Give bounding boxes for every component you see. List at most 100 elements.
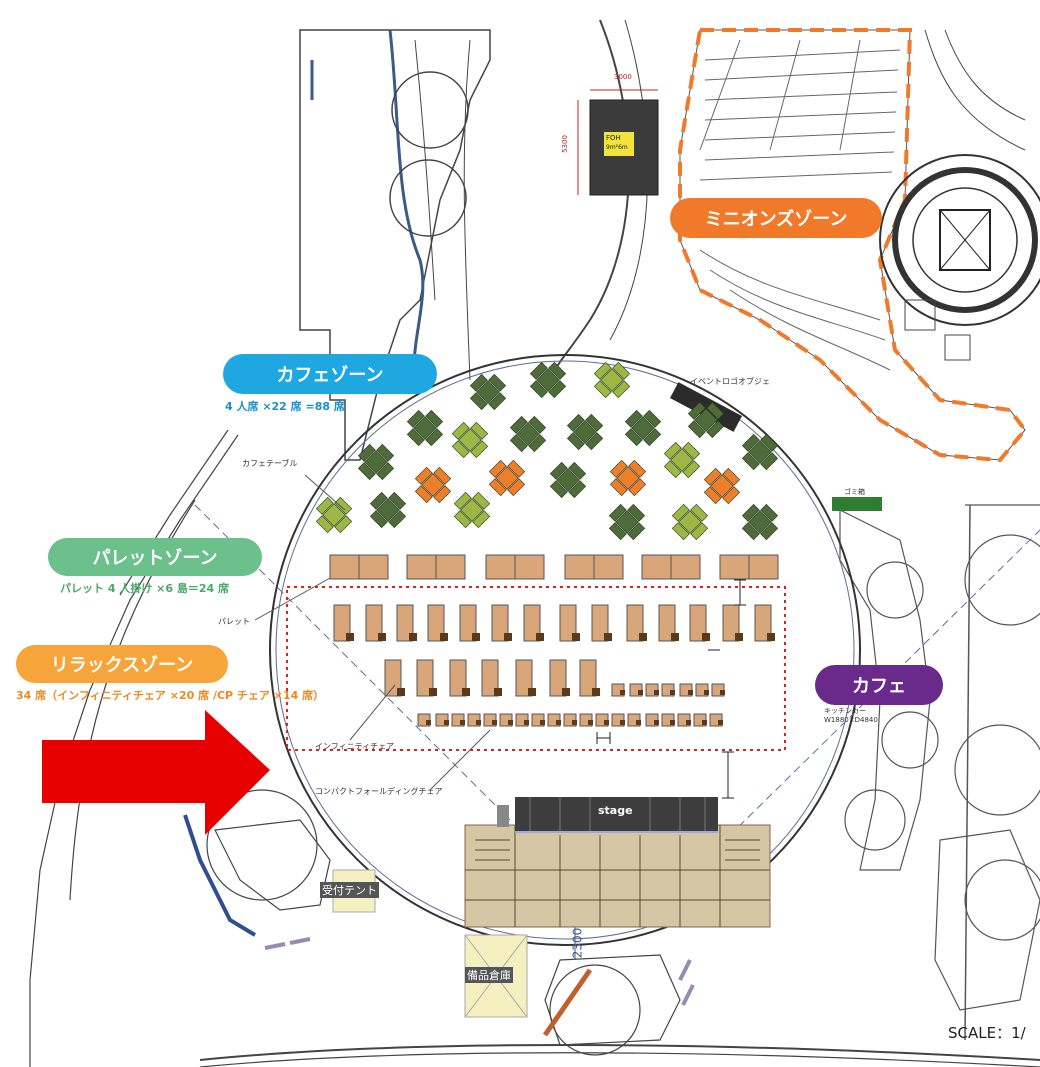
scale-label: SCALE：1/ <box>948 1024 1026 1042</box>
cafe-table <box>703 467 741 505</box>
infinity-chair <box>559 604 580 642</box>
cafe-zone-label: カフェゾーン <box>223 354 437 394</box>
cafe-table <box>414 466 452 504</box>
infinity-chair-label: インフィニティチェア <box>315 742 395 751</box>
pallet <box>406 554 466 580</box>
cp-chair <box>467 713 481 727</box>
cp-chair <box>661 683 675 697</box>
infinity-chair <box>579 659 600 697</box>
cafe-table <box>549 461 587 499</box>
cp-chair <box>435 713 449 727</box>
cp-chair <box>483 713 497 727</box>
storage-label: 備品倉庫 <box>465 967 513 983</box>
cafe-table-label: カフェテーブル <box>242 459 298 468</box>
right-side-buildings <box>839 504 1040 1041</box>
infinity-chair <box>658 604 679 642</box>
cafe-zone-detail: 4 人席 ×22 席 =88 席 <box>225 400 345 413</box>
cafe-table <box>671 503 709 541</box>
cafe-table <box>529 361 567 399</box>
cafe-table <box>687 401 725 439</box>
reception-tent-label: 受付テント <box>320 882 379 898</box>
minions-zone-area <box>678 28 1040 463</box>
cp-chair <box>579 713 593 727</box>
infinity-chair <box>333 604 354 642</box>
cafe-tables <box>315 361 779 541</box>
relax-zone-detail: 34 席（インフィニティチェア ×20 席 /CP チェア ×14 席） <box>16 689 325 702</box>
infinity-chair <box>754 604 775 642</box>
cp-chair <box>709 713 723 727</box>
dimension-2300: 2300 <box>570 927 585 959</box>
cafe-table <box>369 491 407 529</box>
event-logo-label: イベントロゴオブジェ <box>690 377 770 386</box>
pallet <box>485 554 545 580</box>
cafe-table <box>357 443 395 481</box>
cafe-table <box>741 433 779 471</box>
cp-chair <box>677 713 691 727</box>
bottom-entrance <box>199 937 1040 1067</box>
cafe-table <box>453 491 491 529</box>
infinity-chair <box>491 604 512 642</box>
pallet-row <box>329 554 779 580</box>
infinity-chair <box>459 604 480 642</box>
cp-chair <box>499 713 513 727</box>
infinity-chair <box>523 604 544 642</box>
cp-chair <box>563 713 577 727</box>
cp-chair <box>661 713 675 727</box>
infinity-chair <box>549 659 570 697</box>
cafe-table <box>315 496 353 534</box>
label-leaders <box>254 474 491 791</box>
pallet <box>564 554 624 580</box>
cp-chair <box>695 683 709 697</box>
cafe-table <box>608 503 646 541</box>
cp-chair <box>711 683 725 697</box>
minions-zone-label: ミニオンズゾーン <box>670 198 882 238</box>
pallet <box>329 554 389 580</box>
infinity-chair <box>591 604 612 642</box>
cafe-table <box>663 441 701 479</box>
cafe-table <box>509 415 547 453</box>
infinity-chair <box>626 604 647 642</box>
cafe-table <box>469 373 507 411</box>
pallet <box>719 554 779 580</box>
infinity-chair <box>396 604 417 642</box>
trash-label: ゴミ箱 <box>844 488 865 496</box>
relax-zone-label: リラックスゾーン <box>16 645 228 683</box>
cp-chair <box>417 713 431 727</box>
cp-chair <box>531 713 545 727</box>
dimension-marks <box>574 579 746 960</box>
cp-chair <box>629 683 643 697</box>
cp-chair <box>693 713 707 727</box>
cafe-label: カフェ <box>815 665 943 705</box>
cp-chair <box>595 713 609 727</box>
foh-size-text: 9m²6m <box>606 144 628 151</box>
foh-height: 5300 <box>560 135 569 153</box>
infinity-chair <box>384 659 405 697</box>
cp-chair <box>611 683 625 697</box>
cp-chair <box>547 713 561 727</box>
cafe-table <box>566 413 604 451</box>
pallet-zone-detail: パレット 4 人掛け ×6 島＝24 席 <box>60 582 229 595</box>
compact-chair-label: コンパクトフォールディングチェア <box>315 787 443 796</box>
cafe-table <box>488 459 526 497</box>
cafe-table <box>593 361 631 399</box>
trash-box <box>832 497 882 511</box>
pallet-zone-label: パレットゾーン <box>48 538 262 576</box>
infinity-chair <box>365 604 386 642</box>
cp-chair <box>611 713 625 727</box>
entrance-arrow <box>42 710 270 835</box>
infinity-chair <box>722 604 743 642</box>
pallet <box>641 554 701 580</box>
cafe-table <box>624 409 662 447</box>
infinity-chair <box>689 604 710 642</box>
cp-chair <box>679 683 693 697</box>
cafe-table <box>741 503 779 541</box>
infinity-chair <box>481 659 502 697</box>
cp-chair <box>645 683 659 697</box>
cafe-table <box>451 421 489 459</box>
stage-area <box>464 797 771 928</box>
foh-width: 3000 <box>614 73 632 81</box>
cafe-table <box>609 459 647 497</box>
relax-zone-box <box>286 586 786 751</box>
